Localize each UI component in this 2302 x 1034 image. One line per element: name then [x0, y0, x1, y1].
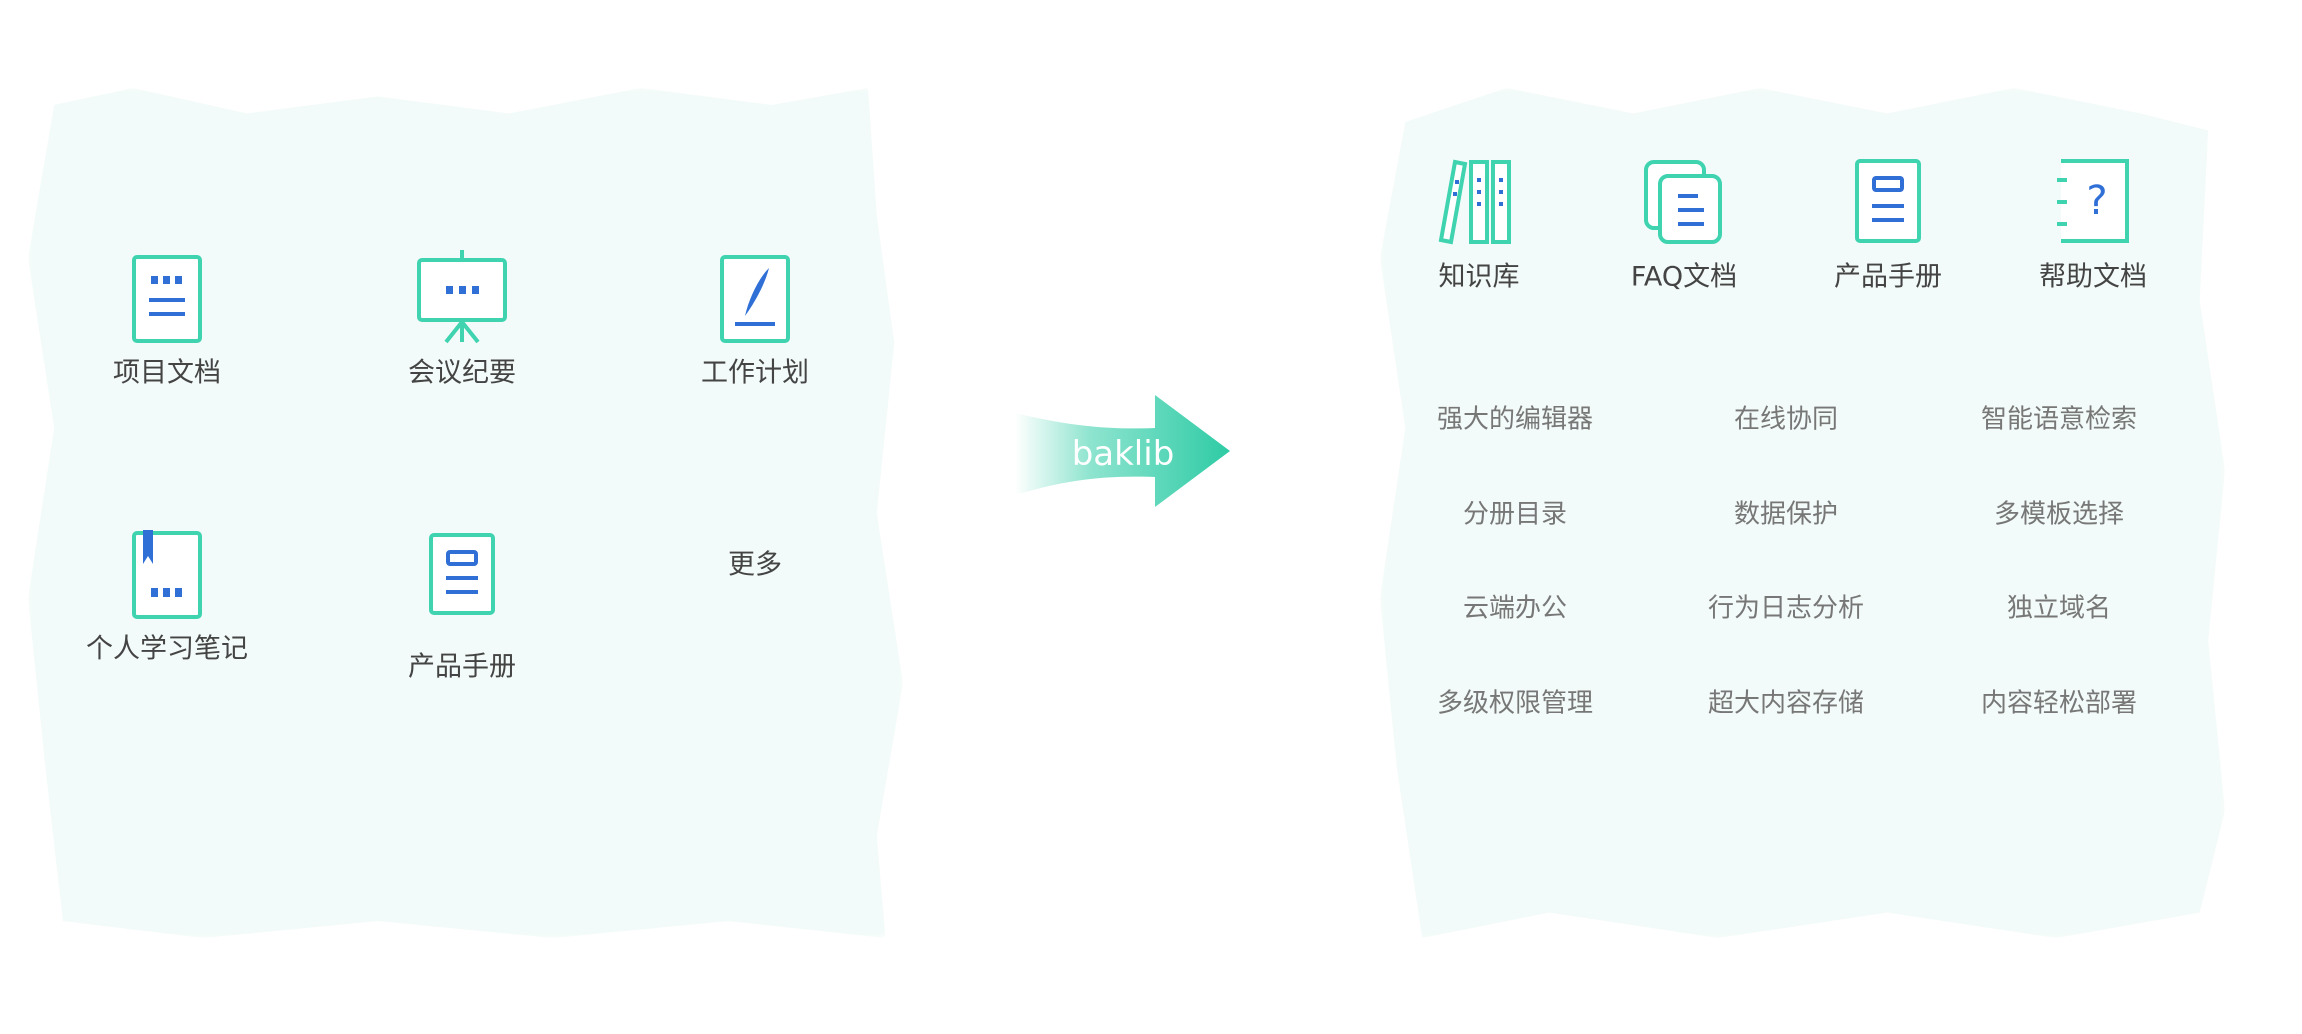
feature-item: 云端办公 — [1462, 593, 1568, 624]
feature-item: 超大内容存储 — [1707, 688, 1865, 719]
books-icon — [1438, 159, 1511, 245]
feature-item: 智能语意检索 — [1980, 404, 2138, 435]
left-item-label[interactable]: 会议纪要 — [408, 357, 516, 389]
baklib-logo-text: baklib — [1072, 434, 1175, 474]
feature-item: 在线协同 — [1733, 404, 1839, 435]
more-link[interactable]: 更多 — [728, 549, 782, 581]
left-item-label[interactable]: 个人学习笔记 — [86, 633, 248, 665]
feature-item: 独立域名 — [2006, 593, 2112, 624]
left-item-label[interactable]: 产品手册 — [408, 651, 516, 683]
feature-item: 分册目录 — [1462, 499, 1568, 530]
feature-item: 数据保护 — [1733, 499, 1839, 530]
category-label[interactable]: 帮助文档 — [2039, 261, 2147, 293]
feature-item: 多级权限管理 — [1436, 688, 1594, 719]
help-document-icon: ? — [2057, 159, 2129, 243]
manual-icon — [1855, 159, 1921, 243]
left-item-label[interactable]: 项目文档 — [113, 357, 221, 389]
stacked-documents-icon — [1644, 160, 1722, 244]
manual-icon — [429, 533, 495, 615]
presentation-board-icon — [417, 250, 507, 344]
left-item-label[interactable]: 工作计划 — [701, 357, 809, 389]
feature-item: 多模板选择 — [1993, 499, 2125, 530]
bookmark-notebook-icon — [132, 530, 202, 619]
feature-item: 强大的编辑器 — [1436, 404, 1594, 435]
category-label[interactable]: 产品手册 — [1834, 261, 1942, 293]
category-label[interactable]: 知识库 — [1438, 261, 1520, 293]
feature-item: 内容轻松部署 — [1980, 688, 2138, 719]
quill-document-icon — [720, 255, 790, 343]
baklib-arrow: baklib — [1015, 395, 1230, 507]
category-label[interactable]: FAQ文档 — [1630, 261, 1738, 293]
svg-text:?: ? — [2086, 178, 2107, 224]
feature-item: 行为日志分析 — [1707, 593, 1865, 624]
document-icon — [132, 255, 202, 343]
left-panel-background — [28, 88, 903, 938]
